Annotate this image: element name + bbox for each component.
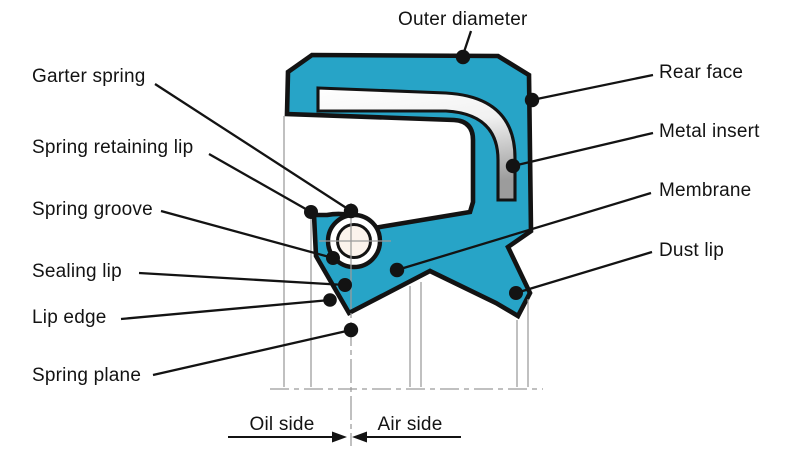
dust-lip-label: Dust lip	[659, 240, 724, 261]
air-side-label: Air side	[378, 414, 443, 435]
metal-insert-leader	[512, 131, 654, 168]
lip-edge-leader	[120, 298, 331, 321]
lip-edge-label: Lip edge	[32, 307, 107, 328]
rear-face-leader	[531, 73, 654, 102]
dust-lip-leader	[515, 250, 653, 295]
oil-side-label: Oil side	[250, 414, 315, 435]
rear-face-label: Rear face	[659, 62, 743, 83]
spring-groove-leader	[160, 209, 334, 260]
spring-plane-label: Spring plane	[32, 365, 141, 386]
outer-diameter-label: Outer diameter	[398, 9, 528, 30]
spring-plane-leader	[152, 328, 352, 377]
spring-retaining-lip-leader	[208, 153, 312, 213]
callout-sealing-lip: Sealing lip	[32, 261, 352, 292]
spring-groove-dot	[326, 251, 340, 265]
callouts: Outer diameter Garter spring Spring reta…	[32, 9, 760, 386]
spring-plane-dot	[343, 322, 359, 338]
spring-groove-label: Spring groove	[32, 199, 153, 220]
metal-insert-dot	[505, 158, 521, 174]
garter-spring-label: Garter spring	[32, 66, 145, 87]
spring-retaining-lip-label: Spring retaining lip	[32, 137, 193, 158]
rear-face-dot	[524, 92, 540, 108]
metal-insert	[316, 86, 517, 202]
metal-insert-label: Metal insert	[659, 121, 760, 142]
sealing-lip-leader	[138, 271, 346, 287]
spring-retaining-lip-dot	[304, 205, 318, 219]
callout-spring-plane: Spring plane	[32, 322, 359, 386]
oil-side-arrowhead	[332, 431, 347, 443]
callout-metal-insert: Metal insert	[505, 121, 760, 174]
callout-spring-retaining-lip: Spring retaining lip	[32, 137, 318, 219]
dust-lip-dot	[509, 286, 523, 300]
air-side-arrowhead	[352, 431, 367, 443]
membrane-dot	[389, 262, 405, 278]
sealing-lip-label: Sealing lip	[32, 261, 122, 282]
callout-rear-face: Rear face	[524, 62, 743, 108]
callout-membrane: Membrane	[389, 180, 751, 278]
sealing-lip-dot	[338, 278, 352, 292]
callout-lip-edge: Lip edge	[32, 293, 337, 328]
membrane-leader	[396, 191, 652, 272]
lip-edge-dot	[323, 293, 337, 307]
outer-diameter-dot	[455, 49, 471, 65]
callout-outer-diameter: Outer diameter	[398, 9, 528, 65]
membrane-label: Membrane	[659, 180, 751, 201]
callout-dust-lip: Dust lip	[509, 240, 724, 300]
garter-spring-dot	[343, 203, 359, 219]
callout-garter-spring: Garter spring	[32, 66, 359, 219]
garter-spring-leader	[154, 83, 352, 212]
side-indicators: Oil side Air side	[228, 414, 461, 443]
callout-spring-groove: Spring groove	[32, 199, 340, 265]
